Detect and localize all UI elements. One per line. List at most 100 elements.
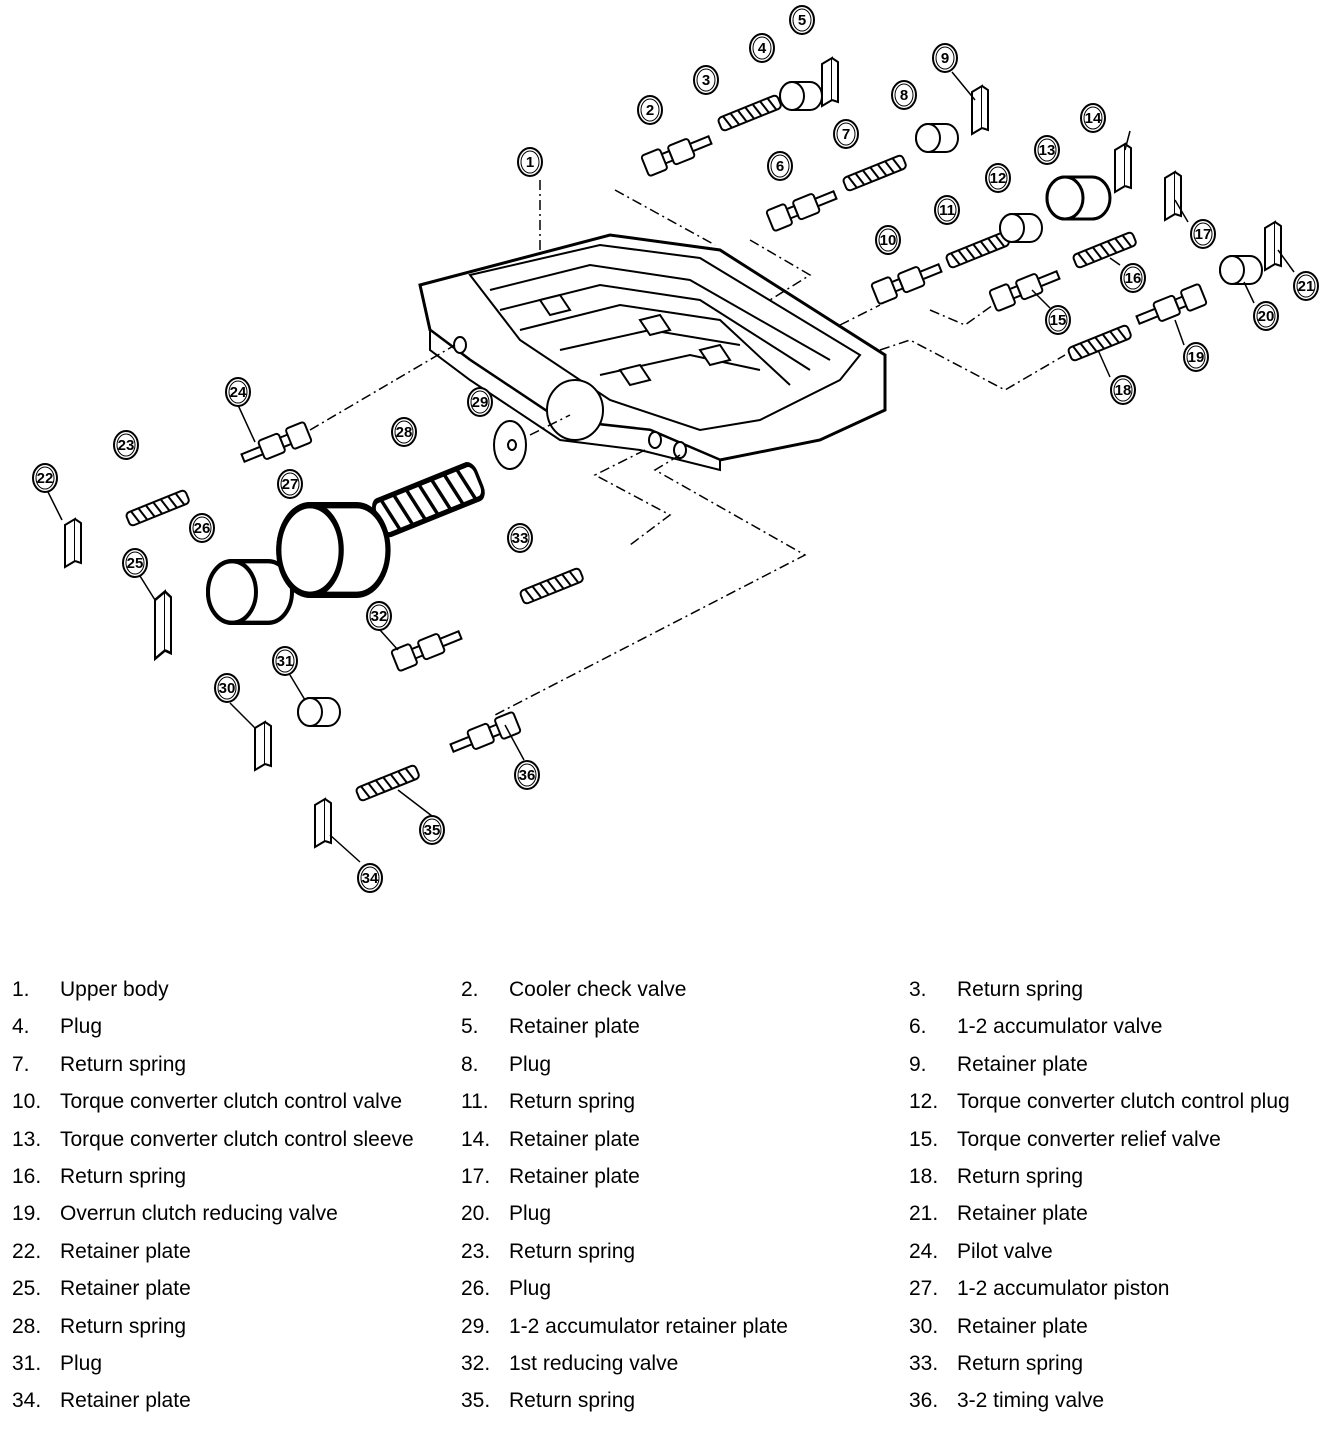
- return-spring-33: [518, 566, 585, 606]
- callout-number: 27: [282, 476, 299, 493]
- legend-number: 19.: [12, 1202, 42, 1226]
- legend-part-name: Pilot valve: [957, 1239, 1053, 1263]
- callout-28: 28: [391, 417, 417, 447]
- legend-part-name: Return spring: [60, 1052, 187, 1076]
- legend-number: 15.: [909, 1127, 939, 1151]
- legend-number: 4.: [12, 1015, 30, 1039]
- return-spring-7: [841, 153, 908, 193]
- legend-part-name: Retainer plate: [957, 1052, 1088, 1076]
- callout-25: 25: [122, 548, 148, 578]
- retainer-plate-21: [1264, 221, 1282, 271]
- callout-number: 7: [842, 126, 850, 143]
- legend-number: 26.: [461, 1277, 491, 1301]
- legend-part-name: 1-2 accumulator piston: [957, 1277, 1170, 1301]
- legend-number: 13.: [12, 1127, 42, 1151]
- legend-part-name: Torque converter relief valve: [957, 1127, 1221, 1151]
- legend-part-name: Upper body: [60, 978, 169, 1001]
- legend-part-name: Return spring: [60, 1314, 187, 1338]
- retainer-plate-5: [821, 57, 839, 107]
- callout-16: 16: [1120, 263, 1146, 293]
- callout-number: 22: [37, 470, 54, 487]
- callout-3: 3: [693, 65, 719, 95]
- callout-number: 2: [646, 102, 654, 119]
- callout-9: 9: [932, 43, 958, 73]
- callout-number: 12: [990, 170, 1007, 187]
- legend-number: 21.: [909, 1202, 939, 1226]
- callout-number: 3: [702, 72, 710, 89]
- legend-part-name: Return spring: [509, 1090, 636, 1114]
- callout-32: 32: [366, 601, 392, 631]
- callout-34: 34: [357, 863, 383, 893]
- plug-31: [297, 697, 341, 727]
- legend-number: 7.: [12, 1052, 30, 1076]
- legend-part-name: Torque converter clutch control valve: [60, 1090, 402, 1114]
- legend-part-name: 1-2 accumulator retainer plate: [509, 1314, 788, 1338]
- plug-20: [1219, 255, 1263, 285]
- callout-number: 5: [798, 12, 806, 29]
- callout-19: 19: [1183, 342, 1209, 372]
- callout-number: 31: [277, 653, 294, 670]
- overrun-reducing-valve-19: [1132, 282, 1209, 332]
- callout-1: 1: [517, 147, 543, 177]
- callout-4: 4: [749, 33, 775, 63]
- legend-part-name: 3-2 timing valve: [957, 1389, 1105, 1413]
- callout-number: 28: [396, 424, 413, 441]
- legend-number: 35.: [461, 1389, 491, 1413]
- callout-number: 18: [1115, 382, 1132, 399]
- legend-number: 12.: [909, 1090, 939, 1114]
- legend-number: 16.: [12, 1165, 42, 1188]
- callout-15: 15: [1045, 305, 1071, 335]
- legend-part-name: Plug: [509, 1052, 552, 1076]
- callout-5: 5: [789, 5, 815, 35]
- accumulator-piston-27: [279, 505, 388, 595]
- callout-number: 19: [1188, 349, 1205, 366]
- legend-part-name: Retainer plate: [509, 1127, 640, 1151]
- callout-number: 32: [371, 608, 388, 625]
- legend-part-name: 1st reducing valve: [509, 1352, 679, 1375]
- legend-number: 22.: [12, 1239, 42, 1263]
- plug-8: [915, 123, 959, 153]
- callout-number: 15: [1050, 312, 1067, 329]
- legend-part-name: Return spring: [957, 1352, 1084, 1375]
- callout-number: 25: [127, 555, 144, 572]
- cooler-check-valve-2: [639, 128, 716, 178]
- legend-part-name: Return spring: [957, 1165, 1084, 1188]
- legend-part-name: Torque converter clutch control sleeve: [60, 1127, 414, 1151]
- callout-29: 29: [467, 387, 493, 417]
- callout-18: 18: [1110, 375, 1136, 405]
- callouts: 1234567891011121314151617181920212223242…: [32, 5, 1319, 893]
- legend-number: 28.: [12, 1314, 42, 1338]
- callout-20: 20: [1253, 301, 1279, 331]
- callout-number: 14: [1085, 110, 1102, 127]
- legend-number: 17.: [461, 1165, 491, 1188]
- tcc-control-valve-10: [869, 256, 946, 306]
- callout-number: 13: [1039, 142, 1056, 159]
- pilot-valve-24: [237, 420, 314, 470]
- return-spring-16: [1071, 230, 1138, 270]
- callout-number: 16: [1125, 270, 1142, 287]
- legend-part-name: 1-2 accumulator valve: [957, 1015, 1163, 1039]
- legend-part-name: Return spring: [957, 978, 1084, 1001]
- legend-number: 6.: [909, 1015, 927, 1039]
- callout-number: 10: [880, 232, 897, 249]
- callout-number: 33: [512, 530, 529, 547]
- callout-number: 29: [472, 394, 489, 411]
- callout-number: 1: [526, 154, 534, 171]
- return-spring-11: [944, 230, 1011, 270]
- legend-part-name: Retainer plate: [60, 1389, 191, 1413]
- callout-27: 27: [277, 469, 303, 499]
- return-spring-35: [354, 763, 421, 803]
- legend-part-name: Retainer plate: [957, 1202, 1088, 1226]
- legend-number: 14.: [461, 1127, 491, 1151]
- callout-leaders: [47, 71, 1295, 863]
- callout-12: 12: [985, 163, 1011, 193]
- legend-number: 8.: [461, 1052, 479, 1076]
- control-plug-12: [999, 213, 1043, 243]
- callout-number: 34: [362, 870, 379, 887]
- legend-part-name: Retainer plate: [60, 1277, 191, 1301]
- legend-part-name: Return spring: [509, 1389, 636, 1413]
- legend-part-name: Cooler check valve: [509, 978, 687, 1001]
- legend-part-name: Return spring: [60, 1165, 187, 1188]
- callout-number: 26: [194, 520, 211, 537]
- valve-body-exploded-diagram: 1234567891011121314151617181920212223242…: [32, 5, 1319, 893]
